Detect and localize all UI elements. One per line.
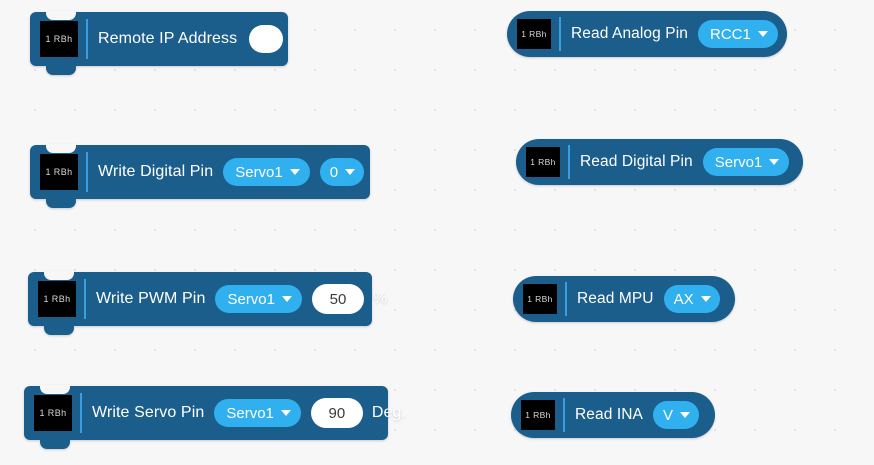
block-read-digital-pin[interactable]: 1 RBh Read Digital Pin Servo1 xyxy=(516,139,803,185)
dropdown-pin-select[interactable]: Servo1 xyxy=(214,399,301,427)
block-label: Write PWM Pin xyxy=(96,290,206,307)
chevron-down-icon xyxy=(700,296,711,302)
block-write-pwm-pin[interactable]: 1 RBh Write PWM Pin Servo1 50% xyxy=(28,271,387,335)
chevron-down-icon xyxy=(680,412,691,418)
dropdown-pin-select[interactable]: RCC1 xyxy=(697,20,778,48)
block-remote-ip-address[interactable]: 1 RBh Remote IP Address xyxy=(30,11,288,75)
toggle-remote-ip-toggle[interactable] xyxy=(249,25,284,53)
dropdown-value: Servo1 xyxy=(227,290,275,308)
input-duty-input[interactable]: 50 xyxy=(312,284,364,314)
block-badge: 1 RBh xyxy=(523,284,557,314)
dropdown-value: AX xyxy=(673,290,694,308)
block-notch-top xyxy=(40,385,70,394)
block-notch-bottom xyxy=(44,326,74,335)
block-divider xyxy=(86,19,88,59)
block-read-ina[interactable]: 1 RBh Read INA V xyxy=(511,392,715,438)
block-label: Remote IP Address xyxy=(98,30,238,47)
block-divider xyxy=(568,145,570,179)
dropdown-pin-select[interactable]: Servo1 xyxy=(215,285,302,313)
chevron-down-icon xyxy=(757,31,768,37)
block-divider xyxy=(559,17,561,51)
block-label: Read INA xyxy=(575,406,643,423)
chevron-down-icon xyxy=(280,410,291,416)
input-angle-input[interactable]: 90 xyxy=(310,398,363,428)
block-badge: 1 RBh xyxy=(521,400,555,430)
dropdown-value: Servo1 xyxy=(714,153,763,171)
block-divider xyxy=(84,279,86,319)
block-label: Read Digital Pin xyxy=(580,153,693,170)
chevron-down-icon xyxy=(345,169,356,175)
block-badge: 1 RBh xyxy=(40,154,78,190)
block-label: Read MPU xyxy=(577,290,654,307)
block-badge: 1 RBh xyxy=(526,147,560,177)
block-badge: 1 RBh xyxy=(517,19,551,49)
block-divider xyxy=(565,282,567,316)
block-read-mpu[interactable]: 1 RBh Read MPU AX xyxy=(513,276,735,322)
block-notch-top xyxy=(44,271,74,280)
block-notch-top xyxy=(46,144,76,153)
block-divider xyxy=(563,398,565,432)
dropdown-value: Servo1 xyxy=(235,163,283,181)
block-notch-top xyxy=(46,11,76,20)
unit-percent-unit: % xyxy=(373,290,388,307)
block-divider xyxy=(80,393,82,433)
dropdown-axis-select[interactable]: AX xyxy=(663,285,720,313)
dropdown-value: RCC1 xyxy=(709,25,751,43)
dropdown-pin-select[interactable]: Servo1 xyxy=(702,148,790,176)
dropdown-pin-select[interactable]: Servo1 xyxy=(223,158,310,186)
dropdown-measure-select[interactable]: V xyxy=(653,401,700,429)
chevron-down-icon xyxy=(289,169,300,175)
block-write-digital-pin[interactable]: 1 RBh Write Digital Pin Servo1 0 xyxy=(30,144,370,208)
block-notch-bottom xyxy=(46,66,76,75)
chevron-down-icon xyxy=(282,296,292,302)
block-divider xyxy=(86,152,88,192)
dropdown-value: V xyxy=(663,406,674,424)
dropdown-value: 0 xyxy=(329,163,339,181)
block-label: Write Digital Pin xyxy=(98,163,214,180)
dropdown-value: Servo1 xyxy=(226,404,274,422)
block-badge: 1 RBh xyxy=(38,281,76,317)
block-notch-bottom xyxy=(46,199,76,208)
chevron-down-icon xyxy=(769,159,780,165)
block-label: Write Servo Pin xyxy=(92,404,205,421)
block-label: Read Analog Pin xyxy=(571,25,688,42)
block-read-analog-pin[interactable]: 1 RBh Read Analog Pin RCC1 xyxy=(507,11,787,57)
block-notch-bottom xyxy=(40,440,70,449)
block-write-servo-pin[interactable]: 1 RBh Write Servo Pin Servo1 90 Deg. xyxy=(24,385,406,449)
block-badge: 1 RBh xyxy=(40,21,78,57)
dropdown-state-select[interactable]: 0 xyxy=(319,158,365,186)
block-badge: 1 RBh xyxy=(34,395,72,431)
unit-degrees-unit: Deg. xyxy=(371,404,406,421)
